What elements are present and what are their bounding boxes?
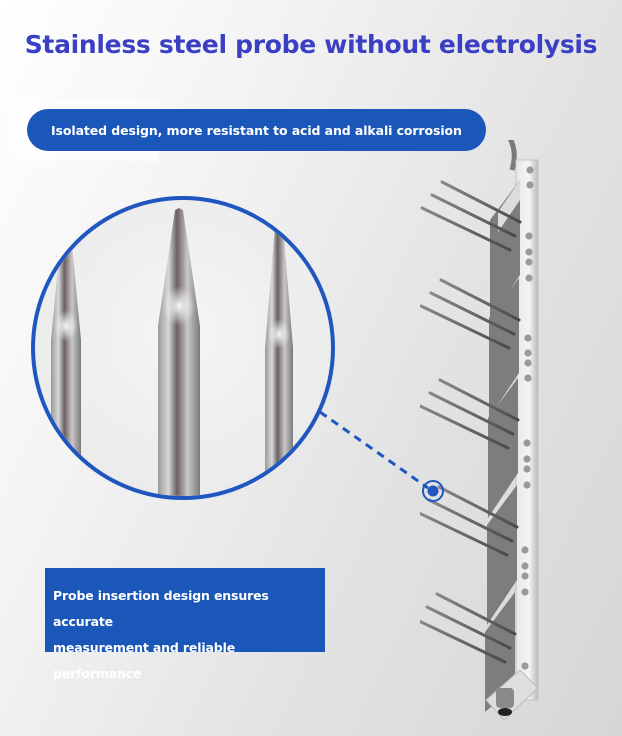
magnified-probe-detail (31, 196, 335, 500)
probe-tips-icon (51, 208, 293, 496)
info-box-line-1: Probe insertion design ensures accurate (53, 588, 269, 629)
info-box: Probe insertion design ensures accurate … (45, 568, 325, 681)
sensor-rod-image (415, 133, 620, 730)
page-title: Stainless steel probe without electrolys… (24, 30, 598, 59)
feature-pill: Isolated design, more resistant to acid … (27, 109, 486, 151)
feature-pill-text: Isolated design, more resistant to acid … (51, 122, 462, 138)
info-box-line-2: measurement and reliable performance (53, 640, 236, 681)
